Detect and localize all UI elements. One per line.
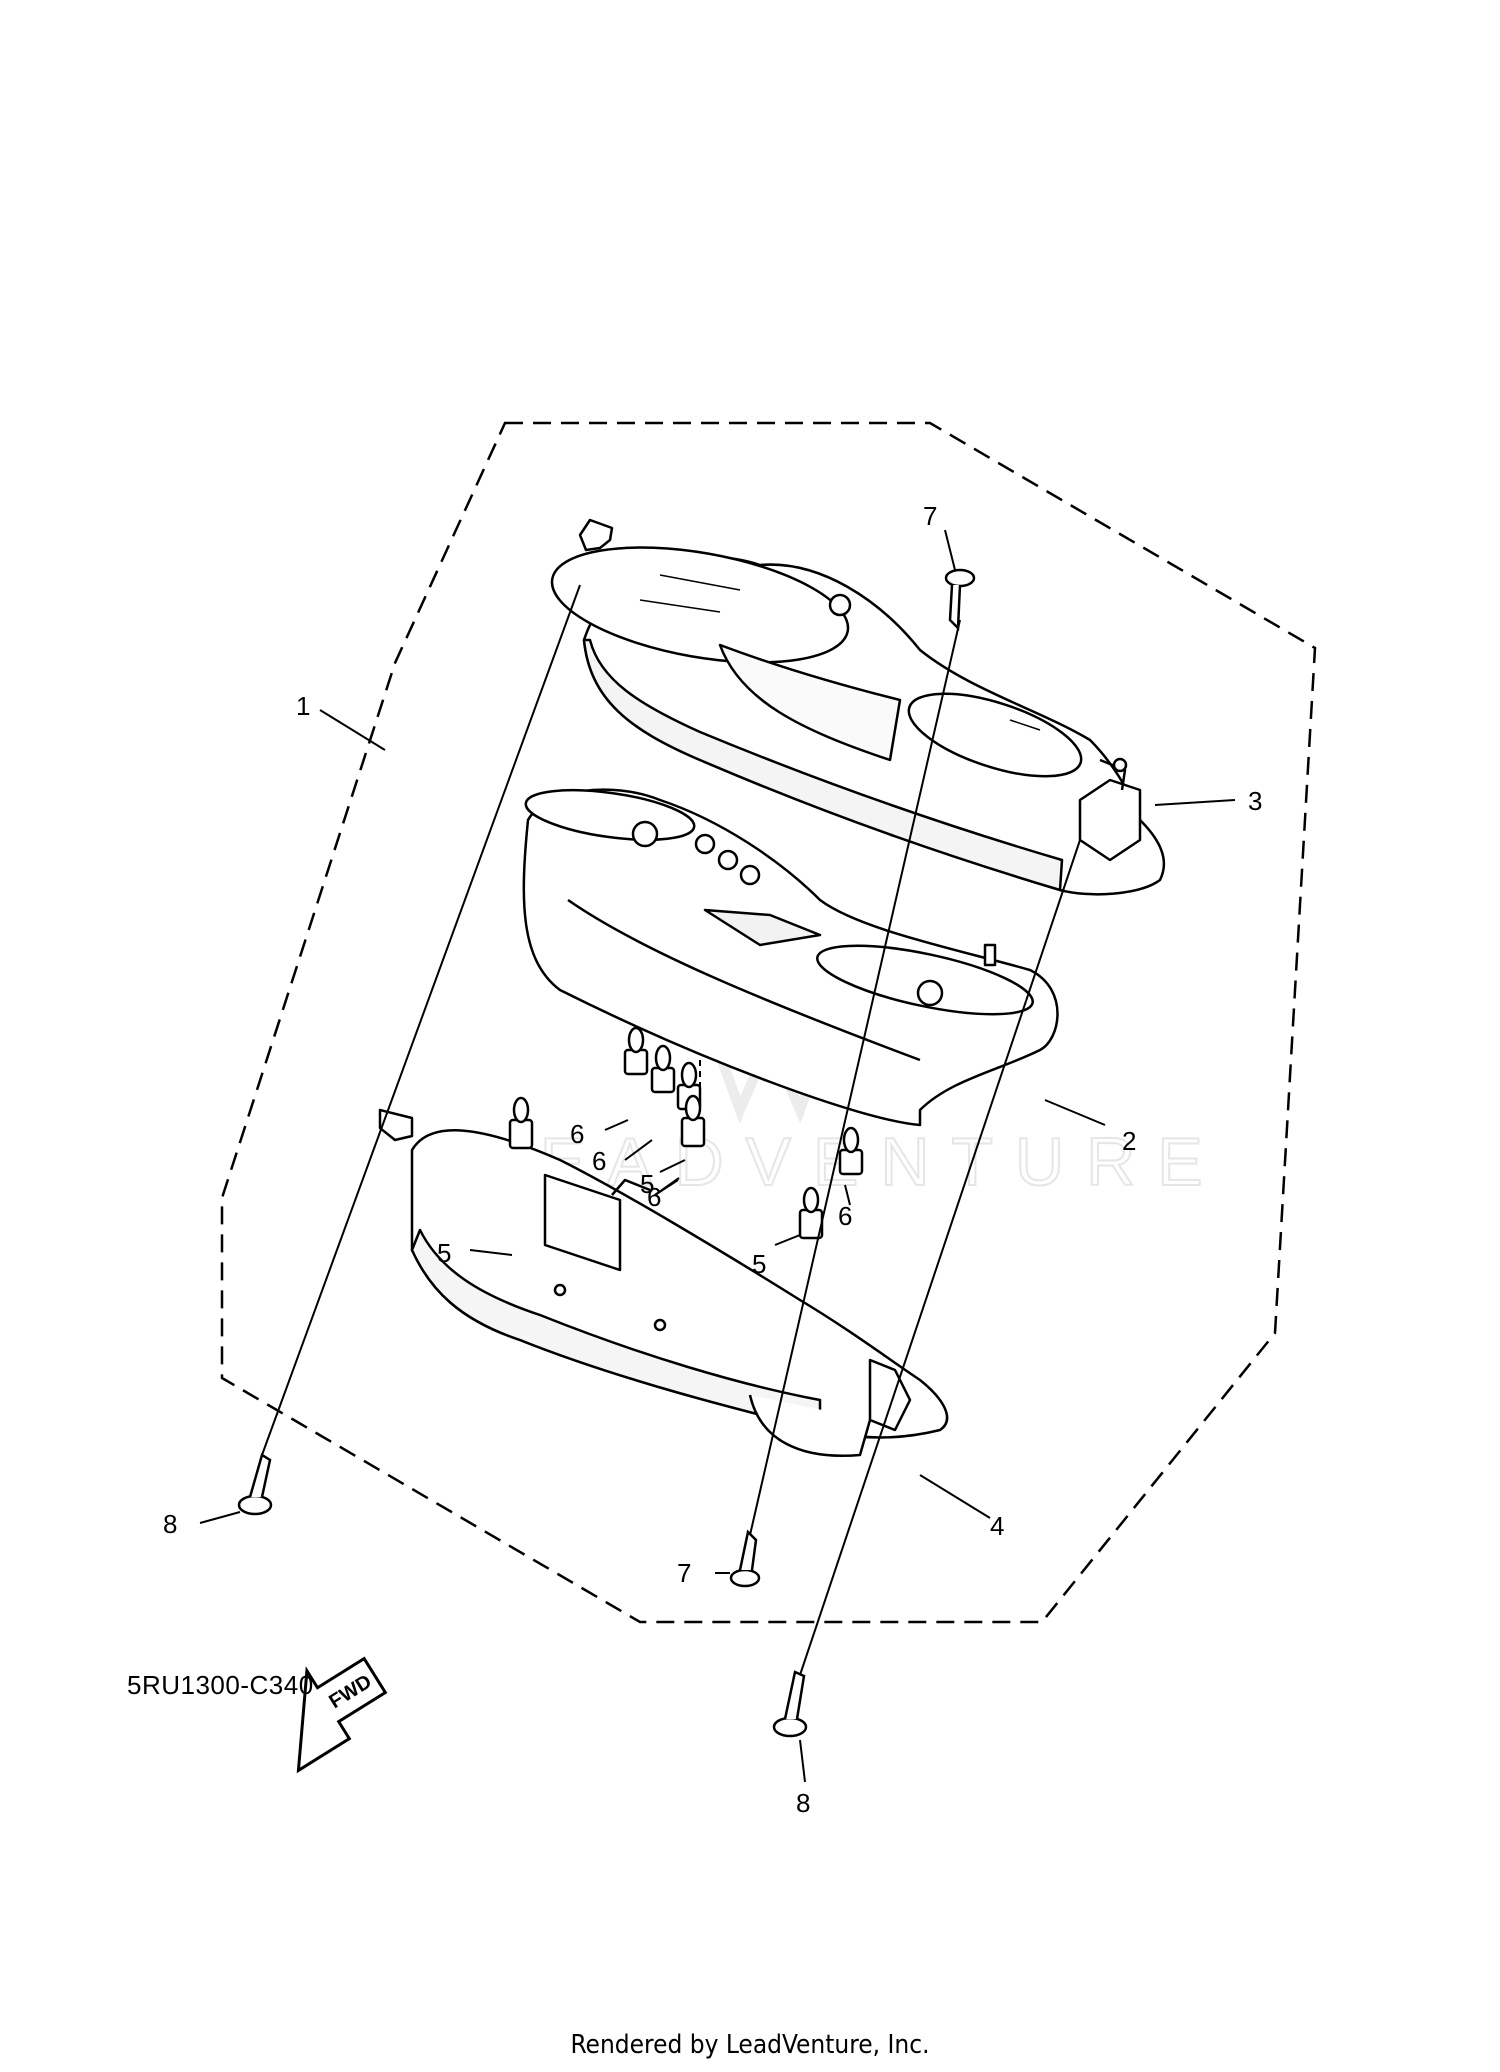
callout-5-right: 5 [752,1249,766,1279]
meter-body-part-2 [522,788,1059,1127]
bulb-6d-icon [838,1126,864,1176]
screw-8-left-icon [237,1453,273,1516]
callout-7-top: 7 [923,501,937,531]
screw-8-right-icon [772,1670,808,1738]
callouts: 1 2 3 4 5 5 5 6 6 6 6 7 7 8 8 [163,501,1262,1818]
callout-5-center: 5 [640,1169,654,1199]
callout-5-left: 5 [437,1238,451,1268]
bulb-5c-icon [798,1186,824,1240]
assembly-boundary [220,421,1317,1624]
callout-4: 4 [990,1511,1004,1541]
screw-7-top-icon [944,568,976,631]
meter-cover-part-3 [550,518,1166,896]
bulb-sockets [508,1026,864,1240]
callout-6-a: 6 [570,1119,584,1149]
screws [237,568,976,1738]
callout-1: 1 [296,691,310,721]
callout-3: 3 [1248,786,1262,816]
callout-7-bottom: 7 [677,1558,691,1588]
bulb-5b-icon [680,1094,706,1148]
callout-8-left: 8 [163,1509,177,1539]
callout-6-c: 6 [647,1182,661,1212]
fwd-arrow-icon: FWD [296,1656,388,1774]
callout-8-right: 8 [796,1788,810,1818]
bulb-6a-icon [623,1026,649,1076]
diagram-code: 5RU1300-C340 [127,1670,314,1700]
leader-lines [199,529,1236,1783]
callout-6-d: 6 [838,1201,852,1231]
callout-6-b: 6 [592,1146,606,1176]
bulb-6b-icon [650,1044,676,1094]
bulb-5a-icon [508,1096,534,1150]
meter-case-part-4 [378,1108,949,1457]
callout-2: 2 [1122,1126,1136,1156]
screw-7-bottom-icon [729,1529,761,1588]
render-credit: Rendered by LeadVenture, Inc. [570,2030,930,2060]
assembly-lines [261,584,1081,1676]
